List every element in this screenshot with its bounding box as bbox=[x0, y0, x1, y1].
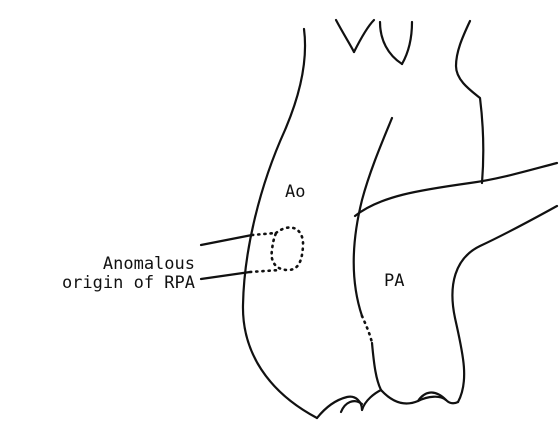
anomalous-rpa-origin-marker bbox=[250, 227, 303, 272]
aorta-label: Ao bbox=[285, 182, 305, 202]
aorta-outline bbox=[243, 29, 392, 418]
annotation-leader-lines bbox=[201, 235, 252, 279]
ao-pa-wall-dotted bbox=[362, 316, 372, 343]
pulmonary-artery-label: PA bbox=[384, 271, 404, 291]
annotation-line-1: Anomalous bbox=[103, 254, 195, 274]
annotation-line-2: origin of RPA bbox=[62, 273, 195, 293]
arch-vessels bbox=[336, 20, 483, 183]
